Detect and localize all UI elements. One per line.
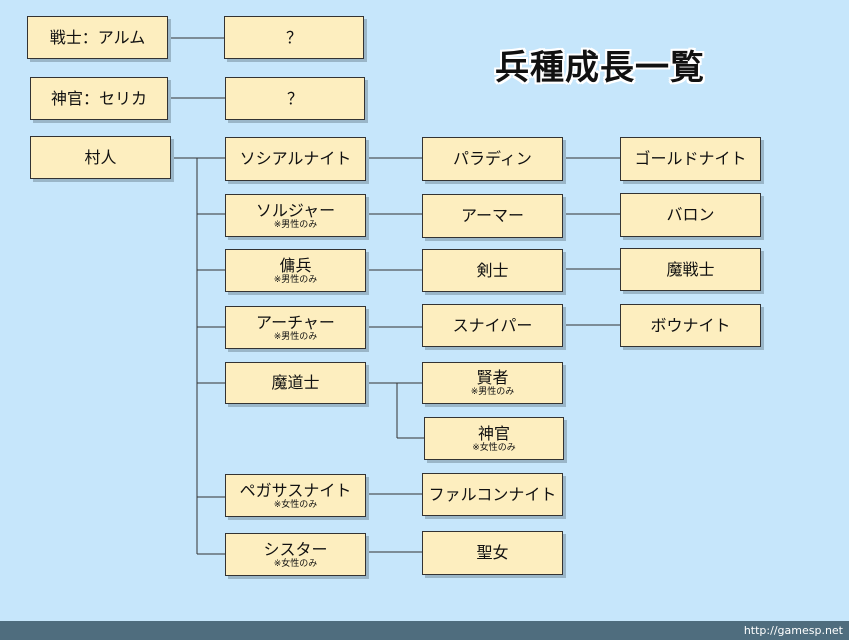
- node-label: アーマー: [460, 206, 525, 225]
- footer-url[interactable]: http://gamesp.net: [743, 624, 843, 637]
- node-label: ゴールドナイト: [634, 149, 747, 168]
- node-label: 村人: [84, 147, 117, 167]
- node-cavalier: ソシアルナイト: [225, 137, 366, 181]
- node-priestess: 神官 ※女性のみ: [424, 417, 564, 460]
- node-label: ファルコンナイト: [428, 484, 557, 504]
- node-label: スナイパー: [452, 315, 533, 335]
- node-mage: 魔道士: [225, 362, 366, 404]
- node-label: バロン: [666, 205, 715, 224]
- node-villager: 村人: [30, 136, 171, 179]
- node-label: ペガサスナイト: [239, 480, 352, 500]
- page-title: 兵種成長一覧: [495, 48, 705, 88]
- node-pegasus-knight: ペガサスナイト ※女性のみ: [225, 474, 366, 517]
- node-label: ？: [285, 27, 302, 47]
- node-cleric: シスター ※女性のみ: [225, 533, 366, 576]
- node-label: パラディン: [453, 149, 532, 168]
- node-label: 剣士: [476, 260, 509, 280]
- node-dread-fighter: 魔戦士: [620, 248, 761, 291]
- node-label: ボウナイト: [650, 315, 731, 335]
- node-mercenary: 傭兵 ※男性のみ: [225, 249, 366, 292]
- node-soldier: ソルジャー ※男性のみ: [225, 194, 366, 237]
- node-note: ※女性のみ: [273, 558, 318, 569]
- node-label: 賢者: [476, 368, 509, 387]
- node-armor: アーマー: [422, 194, 563, 238]
- node-note: ※男性のみ: [273, 274, 318, 285]
- node-alm-next: ？: [224, 16, 364, 59]
- node-saint: 聖女: [422, 531, 563, 575]
- node-label: シスター: [263, 539, 328, 559]
- node-label: 戦士：アルム: [49, 27, 146, 47]
- node-note: ※男性のみ: [273, 219, 318, 230]
- node-sage: 賢者 ※男性のみ: [422, 362, 563, 404]
- node-label: 魔道士: [271, 373, 320, 392]
- node-falcon-knight: ファルコンナイト: [422, 473, 563, 516]
- node-note: ※男性のみ: [273, 331, 318, 342]
- node-paladin: パラディン: [422, 137, 563, 181]
- node-label: 聖女: [476, 543, 509, 562]
- node-label: 神官: [477, 423, 510, 443]
- node-label: 魔戦士: [666, 259, 715, 279]
- node-label: ソシアルナイト: [239, 149, 352, 168]
- node-label: アーチャー: [256, 312, 335, 332]
- node-label: ソルジャー: [255, 200, 336, 220]
- node-label: ？: [286, 88, 303, 108]
- node-celica: 神官：セリカ: [30, 77, 168, 120]
- node-archer: アーチャー ※男性のみ: [225, 306, 366, 349]
- node-baron: バロン: [620, 193, 761, 237]
- node-sniper: スナイパー: [422, 304, 563, 347]
- node-note: ※女性のみ: [472, 442, 516, 453]
- node-alm: 戦士：アルム: [27, 16, 168, 59]
- node-label: 傭兵: [279, 255, 312, 275]
- node-myrmidon: 剣士: [422, 249, 563, 292]
- node-note: ※女性のみ: [273, 499, 318, 510]
- node-note: ※男性のみ: [470, 387, 515, 397]
- footer-bar: http://gamesp.net: [0, 621, 849, 640]
- node-celica-next: ？: [225, 77, 365, 120]
- node-gold-knight: ゴールドナイト: [620, 137, 761, 181]
- node-bow-knight: ボウナイト: [620, 304, 761, 347]
- node-label: 神官：セリカ: [50, 88, 147, 108]
